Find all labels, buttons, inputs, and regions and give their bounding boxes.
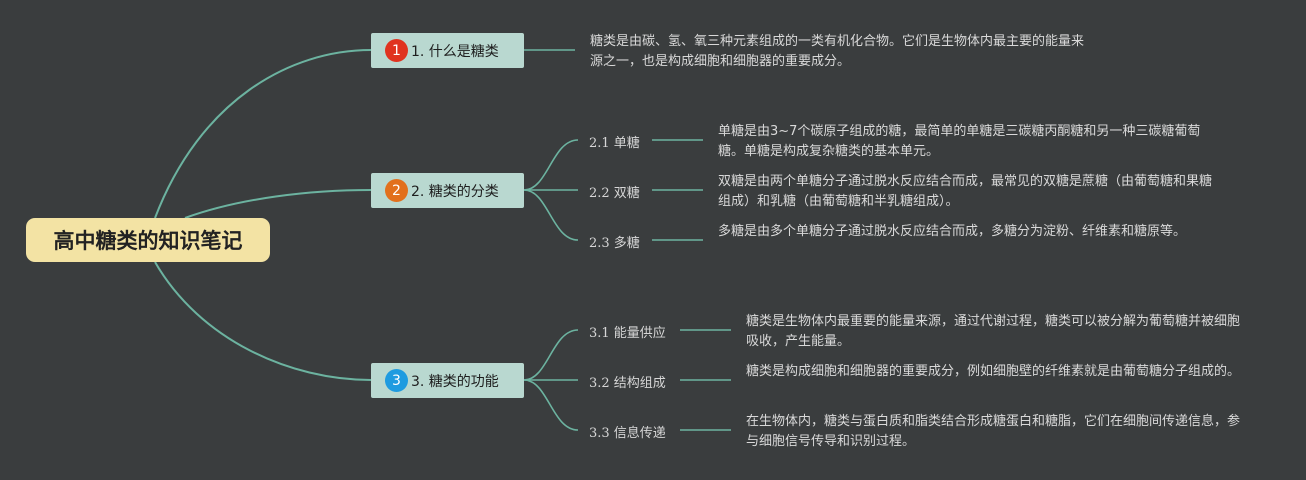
sub-node-3-1[interactable]: 3.1 能量供应: [589, 326, 666, 341]
sub-3-1-description: 糖类是生物体内最重要的能量来源，通过代谢过程，糖类可以被分解为葡萄糖并被细胞吸收…: [746, 314, 1241, 349]
root-node[interactable]: 高中糖类的知识笔记: [26, 218, 270, 262]
sub-3-2-description: 糖类是构成细胞和细胞器的重要成分，例如细胞壁的纤维素就是由葡萄糖分子组成的。: [746, 364, 1241, 379]
branch-label-3: 3. 糖类的功能: [411, 373, 499, 390]
sub-2-1-description: 单糖是由3~7个碳原子组成的糖，最简单的单糖是三碳糖丙酮糖和另一种三碳糖葡萄糖。…: [718, 124, 1201, 159]
sub-node-2-1[interactable]: 2.1 单糖: [589, 136, 640, 151]
link-branch-2-sub-1: [523, 139, 579, 191]
link-root-branch-1: [154, 49, 372, 219]
link-branch-3-sub-1: [523, 329, 579, 381]
branch-node-3[interactable]: 3 3. 糖类的功能: [371, 363, 524, 398]
number-badge-2: 2: [385, 179, 408, 202]
sub-node-2-3[interactable]: 2.3 多糖: [589, 236, 640, 251]
branch-label-2: 2. 糖类的分类: [411, 183, 499, 200]
sub-node-3-2[interactable]: 3.2 结构组成: [589, 376, 666, 391]
root-title: 高中糖类的知识笔记: [53, 229, 243, 253]
branch-label-1: 1. 什么是糖类: [411, 43, 499, 60]
number-badge-1: 1: [385, 39, 408, 62]
branch-node-1[interactable]: 1 1. 什么是糖类: [371, 33, 524, 68]
sub-node-3-3[interactable]: 3.3 信息传递: [589, 426, 666, 441]
link-branch-2-sub-3: [523, 189, 579, 241]
sub-2-3-description: 多糖是由多个单糖分子通过脱水反应结合而成，多糖分为淀粉、纤维素和糖原等。: [718, 224, 1187, 239]
sub-node-2-2[interactable]: 2.2 双糖: [589, 186, 640, 201]
branch-1-description: 糖类是由碳、氢、氧三种元素组成的一类有机化合物。它们是生物体内最主要的能量来源之…: [590, 34, 1085, 69]
sub-2-2-description: 双糖是由两个单糖分子通过脱水反应结合而成，最常见的双糖是蔗糖（由葡萄糖和果糖组成…: [718, 174, 1213, 209]
number-badge-3: 3: [385, 369, 408, 392]
link-branch-3-sub-3: [523, 379, 579, 431]
branch-node-2[interactable]: 2 2. 糖类的分类: [371, 173, 524, 208]
link-root-branch-2: [184, 189, 372, 219]
link-root-branch-3: [154, 261, 372, 381]
sub-3-3-description: 在生物体内，糖类与蛋白质和脂类结合形成糖蛋白和糖脂，它们在细胞间传递信息，参与细…: [746, 414, 1241, 449]
